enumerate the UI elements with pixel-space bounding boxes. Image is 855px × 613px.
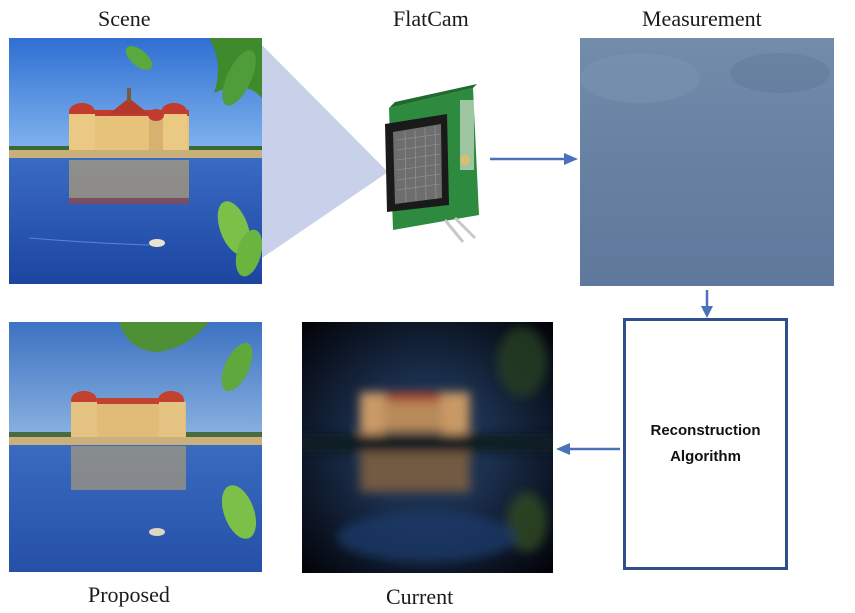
proposed-caption: Proposed xyxy=(88,582,170,607)
reconstruction-algorithm-label: Reconstruction Algorithm xyxy=(650,418,760,470)
flatcam-device-icon xyxy=(375,80,487,245)
flatcam-caption: FlatCam xyxy=(393,6,469,31)
scene-image xyxy=(9,38,262,284)
arrow-flatcam-to-measurement xyxy=(490,153,578,165)
current-image xyxy=(302,322,553,573)
measurement-image xyxy=(580,38,834,286)
projection-cone xyxy=(262,45,388,258)
measurement-caption: Measurement xyxy=(642,6,762,31)
proposed-image xyxy=(9,322,262,572)
algorithm-line-1: Reconstruction xyxy=(650,422,761,439)
arrow-algorithm-to-current xyxy=(556,443,620,455)
scene-caption: Scene xyxy=(98,6,151,31)
algorithm-line-2: Algorithm xyxy=(670,448,741,465)
arrow-measurement-to-algorithm xyxy=(701,290,713,318)
reconstruction-algorithm-box: Reconstruction Algorithm xyxy=(623,318,788,570)
current-caption: Current xyxy=(386,584,454,609)
